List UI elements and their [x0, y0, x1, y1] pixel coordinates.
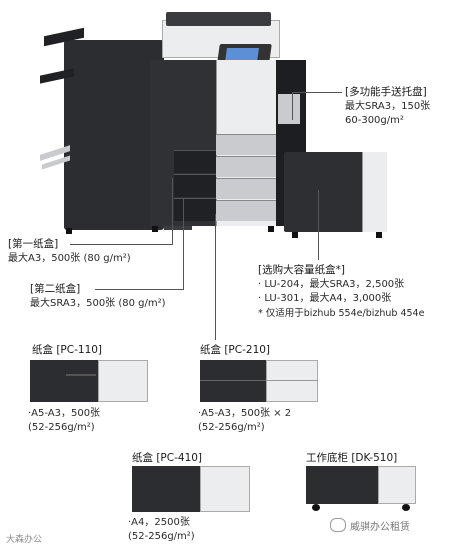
pc110-illustration	[30, 360, 148, 404]
lct-leader-v	[215, 214, 216, 340]
lct-note: * 仅适用于bizhub 554e/bizhub 454e	[258, 308, 425, 319]
tray1-line1: 最大A3，500张 (80 g/m²)	[8, 253, 131, 264]
pc410-line1: ·A4，2500张	[128, 517, 190, 528]
watermark-right: 威骐办公租赁	[350, 522, 410, 533]
document-feeder	[166, 12, 271, 26]
wechat-icon	[330, 518, 346, 532]
pc210-line1: ·A5-A3，500张 × 2	[198, 408, 292, 419]
lct-label: [选购大容量纸盒*]	[258, 264, 345, 276]
tray2-leader-h	[95, 289, 183, 290]
pc410-illustration	[132, 466, 250, 514]
finisher-unit	[64, 40, 164, 230]
tray1-label: [第一纸盒]	[8, 238, 59, 250]
foot-2	[268, 226, 274, 232]
pc110-title: 纸盒 [PC-110]	[32, 344, 103, 356]
pc410-title: 纸盒 [PC-410]	[132, 452, 203, 464]
large-capacity-tray-front	[362, 152, 387, 232]
pc210-line2: (52-256g/m²)	[198, 422, 265, 433]
drawer-3	[216, 178, 276, 199]
pc110-line2: (52-256g/m²)	[28, 422, 95, 433]
pc210-illustration	[200, 360, 318, 404]
foot-3	[292, 232, 298, 238]
tray2-label: [第二纸盒]	[30, 283, 81, 295]
lct-line2: · LU-301，最大A4，3,000张	[258, 293, 392, 304]
bypass-leader-h	[292, 92, 342, 93]
dk510-title: 工作底柜 [DK-510]	[306, 452, 398, 464]
dark-drawer-3	[174, 198, 216, 221]
dk510-illustration	[306, 466, 416, 512]
bypass-tray-line1: 最大SRA3，150张	[345, 101, 431, 112]
watermark-left: 大森办公	[6, 535, 43, 545]
tray1-leader-v	[172, 178, 173, 245]
drawer-4	[216, 200, 276, 221]
foot-1	[152, 226, 158, 232]
pc210-title: 纸盒 [PC-210]	[200, 344, 271, 356]
dark-drawer-2	[174, 174, 216, 197]
bypass-tray-label: [多功能手送托盘]	[345, 86, 427, 98]
drawer-2	[216, 156, 276, 177]
dark-drawer-1	[174, 150, 216, 173]
pc110-line1: ·A5-A3，500张	[28, 408, 101, 419]
pc410-line2: (52-256g/m²)	[128, 531, 195, 542]
lct-leader-v2	[318, 190, 319, 260]
drawer-1	[216, 134, 276, 155]
tray2-leader-v	[183, 198, 184, 290]
finisher-left-leg	[66, 228, 72, 234]
tray1-leader-h	[70, 244, 172, 245]
bypass-tray-line2: 60-300g/m²	[345, 115, 404, 126]
bypass-tray	[278, 94, 300, 124]
foot-4	[376, 232, 382, 238]
bypass-leader-v	[292, 92, 293, 120]
lct-line1: · LU-204，最大SRA3，2,500张	[258, 279, 405, 290]
copier-machine-illustration	[40, 10, 457, 250]
tray2-line1: 最大SRA3，500张 (80 g/m²)	[30, 298, 166, 309]
